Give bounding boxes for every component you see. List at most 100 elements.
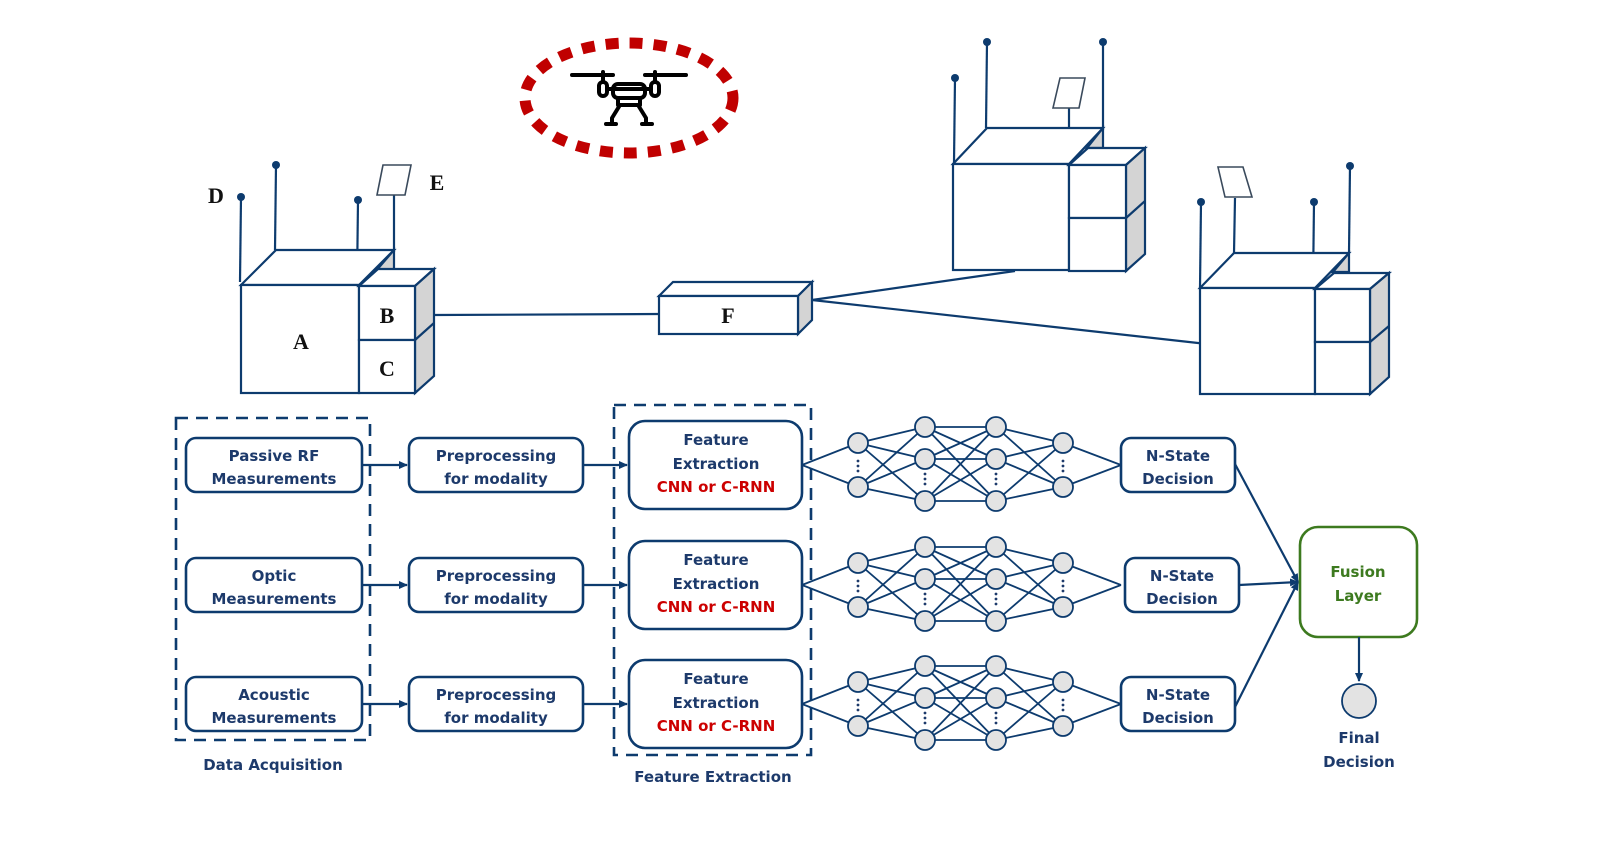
nn-ellipsis bbox=[856, 708, 860, 712]
nn-ellipsis bbox=[923, 602, 927, 606]
nn-neuron bbox=[985, 687, 1007, 709]
nn-edge bbox=[995, 442, 1064, 502]
source-line-2: Measurements bbox=[212, 590, 337, 608]
nn-edge bbox=[995, 725, 1064, 741]
nn-ellipsis bbox=[1061, 579, 1065, 583]
nn-ellipsis bbox=[856, 589, 860, 593]
nn-neuron bbox=[847, 432, 869, 454]
nn-edge bbox=[995, 606, 1064, 622]
nn-ellipsis bbox=[856, 459, 860, 463]
source-line-1: Acoustic bbox=[238, 686, 310, 704]
final-line-1: Final bbox=[1338, 729, 1379, 747]
feature-line-2: Extraction bbox=[673, 575, 760, 593]
nn-edge bbox=[995, 442, 1064, 460]
feature-extraction-group bbox=[612, 403, 813, 757]
nn-ellipsis bbox=[1061, 584, 1065, 588]
nn-ellipsis bbox=[1061, 703, 1065, 707]
nn-ellipsis bbox=[994, 602, 998, 606]
nn-edge bbox=[995, 426, 1064, 444]
nn-edge bbox=[857, 725, 926, 741]
nn-edge bbox=[857, 578, 926, 608]
nn-edge bbox=[857, 426, 926, 488]
panel-e-icon bbox=[376, 164, 412, 196]
feature-line-1: Feature bbox=[683, 670, 748, 688]
nn-ellipsis bbox=[994, 716, 998, 720]
nn-ellipsis bbox=[856, 584, 860, 588]
nn-edge bbox=[857, 546, 926, 564]
nn-edge bbox=[857, 442, 926, 502]
nn-edge bbox=[924, 426, 997, 502]
nn-edge bbox=[857, 681, 926, 741]
nn-edge bbox=[995, 546, 1064, 564]
source-line-2: Measurements bbox=[212, 470, 337, 488]
nn-ellipsis bbox=[1061, 459, 1065, 463]
nn-neuron bbox=[914, 655, 936, 677]
nn-edge bbox=[857, 562, 926, 622]
nn-neuron bbox=[847, 671, 869, 693]
nn-neuron bbox=[985, 490, 1007, 512]
nn-neuron bbox=[914, 490, 936, 512]
drone-icon bbox=[570, 70, 688, 126]
nn-neuron bbox=[985, 448, 1007, 470]
preprocess-line-1: Preprocessing bbox=[436, 567, 556, 585]
nn-edge bbox=[995, 681, 1064, 741]
nn-ellipsis bbox=[994, 597, 998, 601]
nn-edge bbox=[995, 562, 1064, 622]
nn-edge bbox=[995, 681, 1064, 699]
sensor-node-right bbox=[1197, 162, 1393, 397]
nn-neuron bbox=[985, 536, 1007, 558]
nn-ellipsis bbox=[994, 477, 998, 481]
nn-ellipsis bbox=[856, 469, 860, 473]
feature-line-1: Feature bbox=[683, 551, 748, 569]
nn-edge bbox=[995, 426, 1064, 488]
nn-edge bbox=[995, 665, 1064, 727]
nn-edge bbox=[857, 665, 926, 727]
nn-ellipsis bbox=[1061, 698, 1065, 702]
label-e: E bbox=[430, 170, 445, 195]
feature-line-2: Extraction bbox=[673, 694, 760, 712]
nn-neuron bbox=[914, 729, 936, 751]
data-acquisition-label: Data Acquisition bbox=[203, 756, 343, 774]
nn-edge bbox=[995, 562, 1064, 580]
nn-edge bbox=[857, 606, 926, 622]
sensor-node-top bbox=[950, 38, 1148, 274]
nn-ellipsis bbox=[923, 477, 927, 481]
nn-ellipsis bbox=[856, 703, 860, 707]
nn-edge bbox=[857, 697, 926, 727]
nn-neuron bbox=[985, 610, 1007, 632]
drone-target bbox=[519, 37, 739, 159]
nn-edge bbox=[995, 546, 1064, 608]
nn-edge bbox=[924, 697, 997, 741]
feature-model: CNN or C-RNN bbox=[657, 717, 776, 735]
data-acquisition-group bbox=[174, 416, 372, 742]
panel-icon bbox=[1216, 166, 1254, 198]
nn-edge bbox=[924, 546, 997, 622]
nn-ellipsis bbox=[923, 482, 927, 486]
label-b: B bbox=[380, 303, 395, 328]
preprocess-line-2: for modality bbox=[444, 709, 548, 727]
nn-ellipsis bbox=[923, 711, 927, 715]
nn-edge bbox=[924, 665, 997, 699]
final-line-2: Decision bbox=[1323, 753, 1395, 771]
nn-ellipsis bbox=[1061, 469, 1065, 473]
fusion-line-1: Fusion bbox=[1330, 563, 1385, 581]
hub-f: F bbox=[656, 279, 815, 337]
nn-edge bbox=[924, 426, 997, 460]
nn-edge bbox=[924, 458, 997, 502]
nn-neuron bbox=[914, 687, 936, 709]
preprocess-line-1: Preprocessing bbox=[436, 447, 556, 465]
nn-edge bbox=[857, 486, 926, 502]
feature-extraction-label: Feature Extraction bbox=[634, 768, 791, 786]
n-state-decision-box bbox=[1119, 675, 1237, 733]
nn-ellipsis bbox=[1061, 464, 1065, 468]
label-c: C bbox=[379, 356, 395, 381]
fusion-layer-box bbox=[1298, 525, 1419, 639]
nn-neuron bbox=[914, 416, 936, 438]
source-line-2: Measurements bbox=[212, 709, 337, 727]
panel-icon bbox=[1051, 77, 1086, 109]
preprocess-line-2: for modality bbox=[444, 590, 548, 608]
label-d: D bbox=[208, 183, 224, 208]
arrow-decision-to-fusion bbox=[1238, 578, 1299, 587]
nn-neuron bbox=[914, 448, 936, 470]
